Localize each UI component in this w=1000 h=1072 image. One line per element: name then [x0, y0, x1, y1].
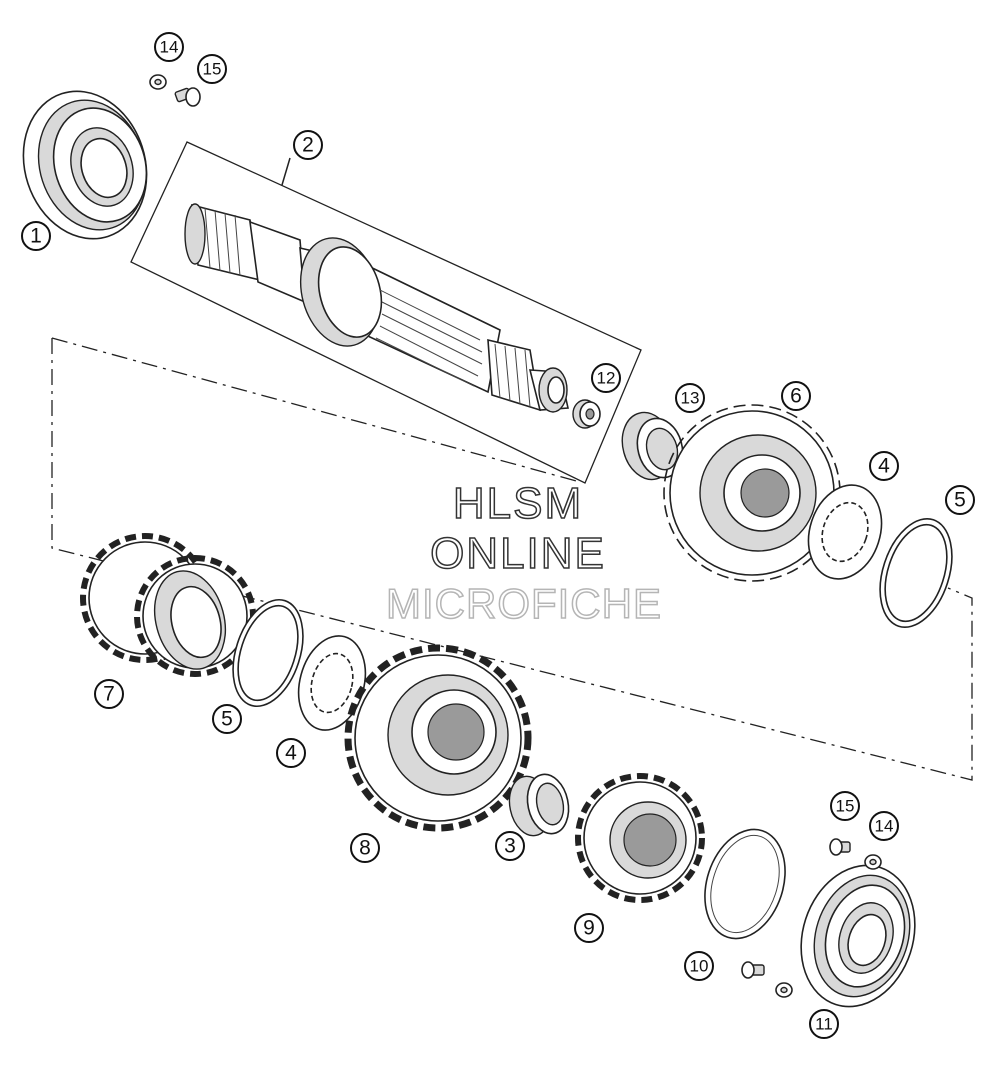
callout-7: 7	[94, 679, 124, 709]
watermark-line-1: HLSM	[453, 479, 583, 528]
gear-7	[80, 533, 256, 677]
svg-text:1: 1	[30, 225, 42, 248]
gear-8	[344, 644, 532, 832]
watermark-line-2: ONLINE	[430, 529, 606, 578]
washer-14-lower	[864, 854, 882, 870]
callout-11: 11	[809, 1009, 839, 1039]
svg-text:3: 3	[504, 835, 516, 858]
callout-3: 3	[495, 831, 525, 861]
svg-text:12: 12	[597, 369, 616, 388]
callout-12: 12	[591, 363, 621, 393]
bushing-3	[508, 773, 570, 837]
callout-14-lower: 14	[869, 811, 899, 841]
gear-9	[575, 773, 705, 903]
callout-2-leader	[281, 157, 291, 186]
svg-text:15: 15	[203, 60, 222, 79]
callout-10: 10	[684, 951, 714, 981]
svg-text:13: 13	[681, 389, 700, 408]
washer-14-top	[149, 74, 167, 90]
washer-10	[704, 828, 786, 940]
svg-text:10: 10	[690, 957, 709, 976]
callout-5-right: 5	[945, 485, 975, 515]
svg-text:4: 4	[878, 455, 890, 478]
thrust-washer-4-right	[807, 484, 883, 580]
svg-text:7: 7	[103, 683, 115, 706]
svg-text:4: 4	[285, 742, 297, 765]
main-shaft-2	[184, 203, 569, 413]
screw-15-lower	[829, 838, 851, 856]
svg-text:14: 14	[160, 38, 179, 57]
callout-1: 1	[21, 221, 51, 251]
washer-lower-small	[775, 982, 793, 998]
svg-text:2: 2	[302, 134, 314, 157]
svg-text:11: 11	[815, 1015, 833, 1034]
svg-text:6: 6	[790, 385, 802, 408]
needle-bearing-13	[621, 411, 684, 481]
svg-text:5: 5	[954, 489, 966, 512]
screw-10-lower	[741, 961, 765, 979]
circlip-5-left	[232, 598, 304, 708]
svg-text:14: 14	[875, 817, 894, 836]
callout-6: 6	[781, 381, 811, 411]
alignment-line-upper	[51, 337, 581, 483]
callout-14-top: 14	[154, 32, 184, 62]
watermark-line-3: MICROFICHE	[386, 580, 662, 627]
callout-4-right: 4	[869, 451, 899, 481]
svg-text:15: 15	[836, 797, 855, 816]
callout-5-left: 5	[212, 704, 242, 734]
bearing-1	[22, 90, 148, 240]
callout-15-top: 15	[197, 54, 227, 84]
callout-4-left: 4	[276, 738, 306, 768]
svg-text:8: 8	[359, 837, 371, 860]
gear-stack-alignment-frame	[51, 338, 973, 781]
thrust-washer-4-left	[297, 635, 367, 731]
watermark: HLSM ONLINE MICROFICHE	[385, 478, 662, 628]
svg-text:9: 9	[583, 917, 595, 940]
bearing-11	[800, 864, 916, 1008]
shaft-assembly-frame	[130, 141, 642, 484]
callout-15-lower: 15	[830, 791, 860, 821]
callout-9: 9	[574, 913, 604, 943]
screw-15-top	[174, 87, 201, 107]
callout-13: 13	[675, 383, 705, 413]
gear-6	[663, 404, 841, 582]
callout-2: 2	[293, 130, 323, 160]
callout-8: 8	[350, 833, 380, 863]
bushing-12	[572, 399, 601, 429]
svg-text:5: 5	[221, 708, 233, 731]
circlip-5-right	[879, 517, 953, 629]
